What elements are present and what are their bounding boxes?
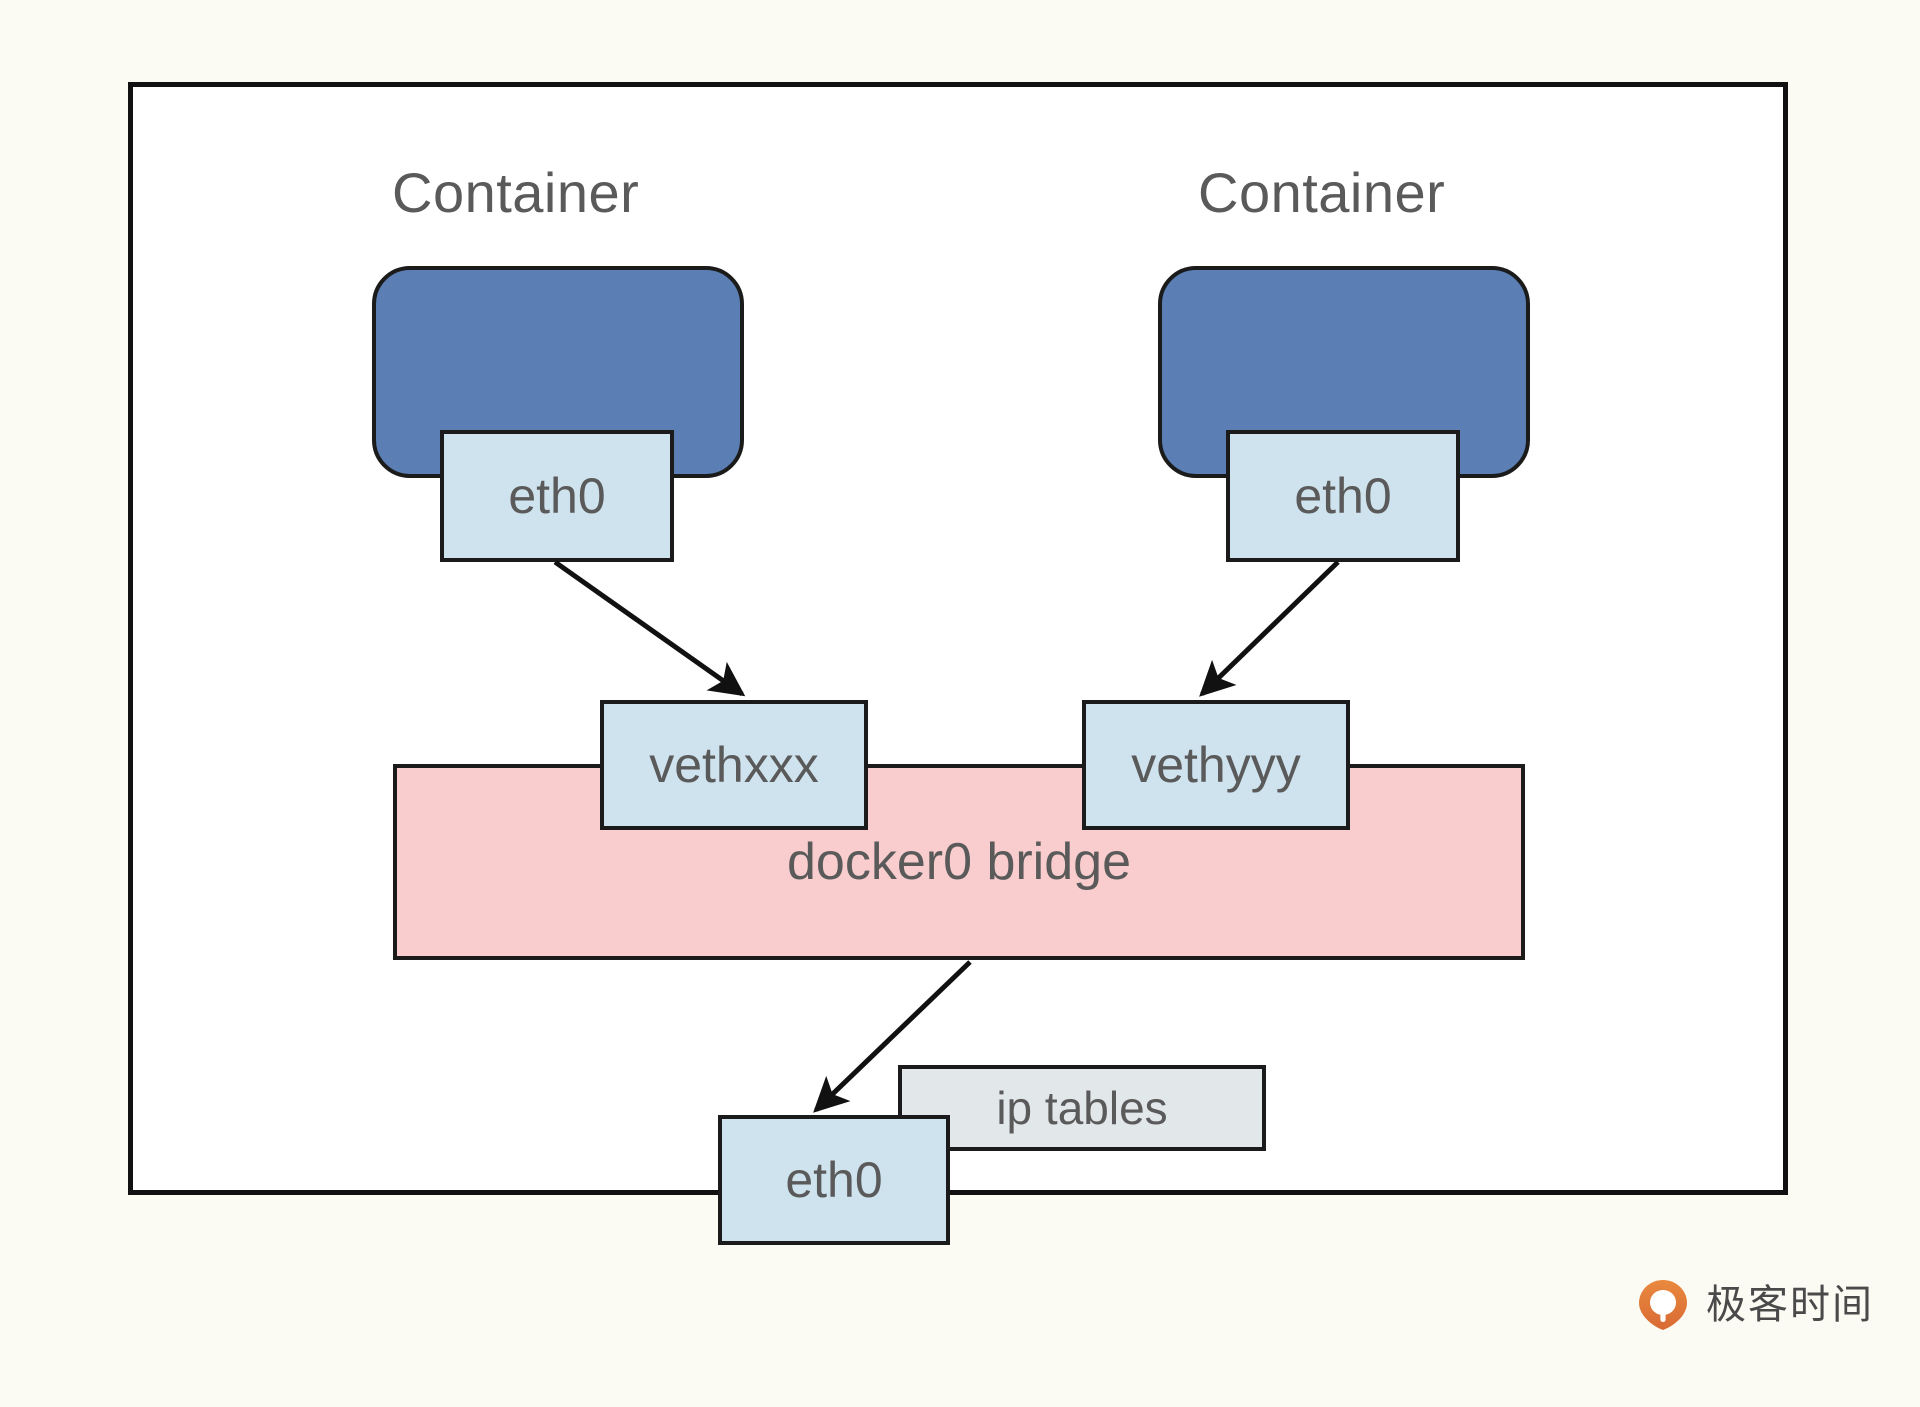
node-eth0-container-right: eth0: [1226, 430, 1460, 562]
brand-name: 极客时间: [1706, 1282, 1874, 1328]
node-eth0-host: eth0: [718, 1115, 950, 1245]
node-vethxxx: vethxxx: [600, 700, 868, 830]
brand-logo: 极客时间: [1636, 1278, 1874, 1332]
node-ip-tables: ip tables: [898, 1065, 1266, 1151]
node-vethyyy: vethyyy: [1082, 700, 1350, 830]
node-eth0-container-left: eth0: [440, 430, 674, 562]
container-title-right: Container: [1198, 161, 1446, 224]
geektime-logo-icon: [1639, 1280, 1687, 1330]
node-docker0-bridge: docker0 bridge: [393, 764, 1525, 960]
diagram-frame: [128, 82, 1788, 1195]
container-title-left: Container: [392, 161, 640, 224]
